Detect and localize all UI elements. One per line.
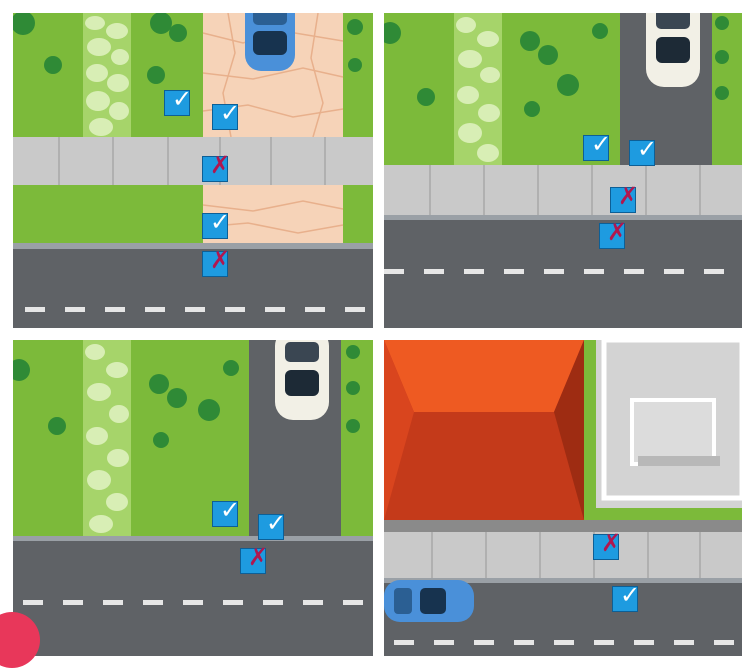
- lane-markings: [384, 269, 724, 274]
- panel-building-frontage: ✗ ✓: [384, 340, 742, 656]
- parking-marker: ✓: [212, 104, 238, 130]
- panel-2-scene: [384, 13, 742, 328]
- car: [275, 340, 329, 420]
- check-icon: ✓: [633, 135, 661, 163]
- cross-icon: ✗: [244, 543, 272, 571]
- parking-marker: ✓: [583, 135, 609, 161]
- curb: [13, 536, 373, 541]
- check-icon: ✓: [616, 581, 644, 609]
- road: [13, 541, 373, 656]
- check-icon: ✓: [262, 509, 290, 537]
- sidewalk: [384, 532, 742, 578]
- cross-icon: ✗: [597, 529, 625, 557]
- stone-path: [83, 340, 131, 536]
- panel-driveway-with-gap: ✓ ✓ ✗ ✓ ✗: [13, 13, 373, 328]
- car: [646, 13, 700, 87]
- check-icon: ✓: [206, 208, 234, 236]
- check-icon: ✓: [216, 496, 244, 524]
- parking-marker: ✗: [202, 156, 228, 182]
- check-icon: ✓: [216, 99, 244, 127]
- cross-icon: ✗: [206, 151, 234, 179]
- cross-icon: ✗: [206, 246, 234, 274]
- check-icon: ✓: [168, 85, 196, 113]
- cross-icon: ✗: [614, 182, 642, 210]
- curb: [384, 215, 742, 220]
- lane-markings: [25, 307, 365, 312]
- panel-4-scene: [384, 340, 742, 656]
- car: [384, 580, 474, 622]
- parking-marker: ✗: [593, 534, 619, 560]
- sidewalk: [13, 137, 373, 185]
- parking-marker: ✓: [258, 514, 284, 540]
- red-roof: [384, 340, 584, 520]
- lane-markings: [23, 600, 363, 605]
- lane-markings: [394, 640, 734, 645]
- stone-path: [454, 13, 502, 165]
- curb: [13, 243, 373, 249]
- sidewalk: [384, 165, 742, 215]
- road: [13, 249, 373, 328]
- stone-path: [83, 13, 131, 137]
- parking-marker: ✓: [202, 213, 228, 239]
- cross-icon: ✗: [603, 218, 631, 246]
- parking-marker: ✗: [610, 187, 636, 213]
- panel-asphalt-driveway-sidewalk: ✓ ✓ ✗ ✗: [384, 13, 742, 328]
- panel-1-scene: [13, 13, 373, 328]
- panel-3-scene: [13, 340, 373, 656]
- grey-building: [596, 340, 742, 508]
- parking-marker: ✗: [240, 548, 266, 574]
- parking-marker: ✗: [202, 251, 228, 277]
- car: [245, 13, 295, 71]
- check-icon: ✓: [587, 130, 615, 158]
- parking-marker: ✗: [599, 223, 625, 249]
- panel-asphalt-driveway-no-sidewalk: ✓ ✓ ✗: [13, 340, 373, 656]
- parking-marker: ✓: [612, 586, 638, 612]
- parking-marker: ✓: [164, 90, 190, 116]
- parking-marker: ✓: [629, 140, 655, 166]
- parking-marker: ✓: [212, 501, 238, 527]
